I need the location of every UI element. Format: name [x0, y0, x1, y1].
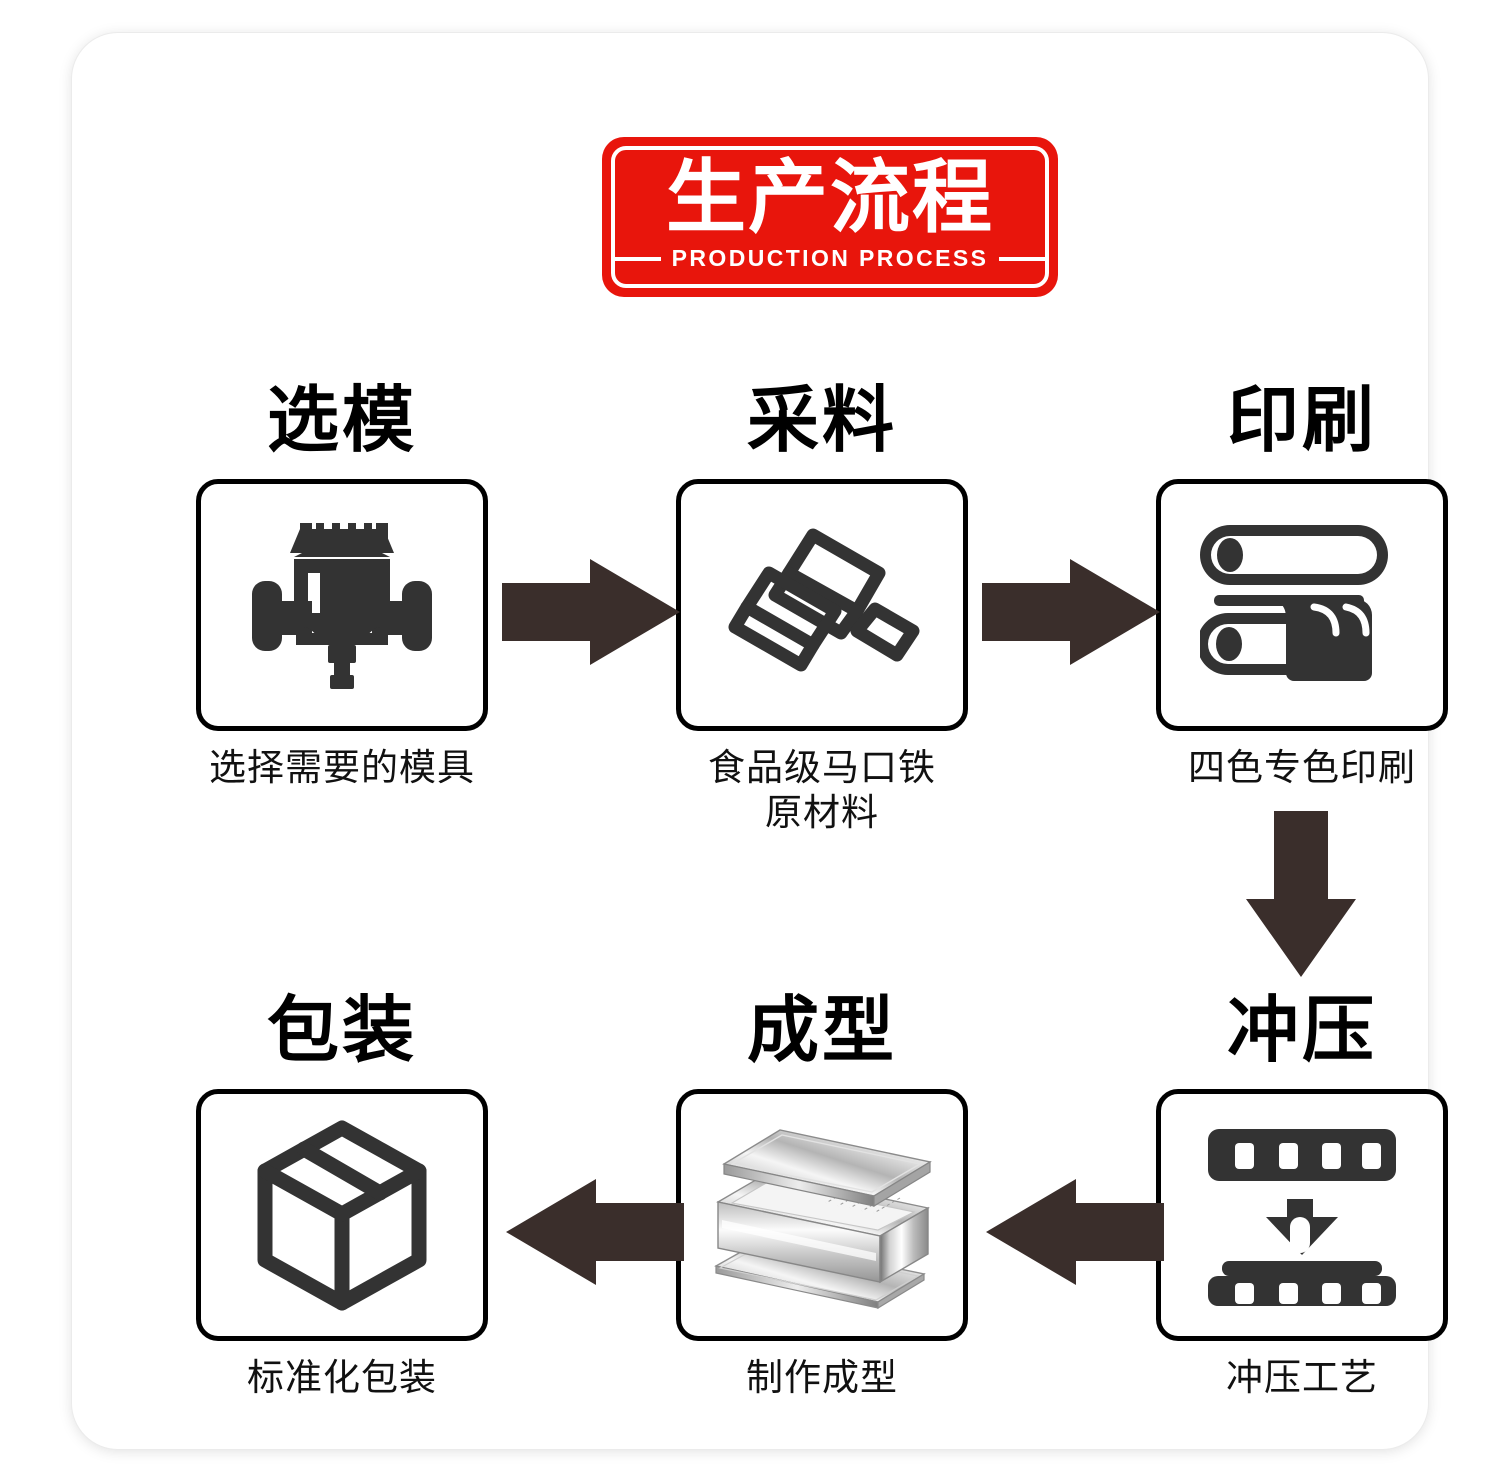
step-3-caption: 四色专色印刷	[1188, 747, 1416, 788]
step-6-icon-box	[196, 1089, 488, 1341]
step-5-title: 成型	[746, 991, 897, 1071]
metal-tin-forming-icon	[714, 1128, 932, 1309]
step-2-title: 采料	[746, 381, 897, 461]
title-badge-inner-border: 生产流程 PRODUCTION PROCESS	[610, 146, 1050, 288]
step-1-caption: 选择需要的模具	[209, 747, 475, 788]
arrow-down-step3-to-step4	[1246, 811, 1356, 977]
step-2-icon-box	[676, 479, 968, 731]
step-1-title: 选模	[266, 381, 417, 461]
step-4-title: 冲压	[1226, 991, 1377, 1071]
step-4-caption: 冲压工艺	[1226, 1357, 1378, 1398]
arrow-left-step5-to-step6	[506, 1179, 684, 1285]
metal-ingots-icon	[728, 528, 920, 672]
badge-rule-left	[610, 256, 661, 261]
step-6-title: 包装	[266, 991, 417, 1071]
badge-subtitle-english: PRODUCTION PROCESS	[671, 245, 989, 272]
content-card: 生产流程 PRODUCTION PROCESS 选模	[72, 33, 1448, 1449]
step-3-printing: 印刷	[1132, 385, 1472, 790]
cardboard-box-icon	[257, 1120, 427, 1310]
badge-rule-right	[999, 256, 1050, 261]
step-1-mold-selection: 选模	[172, 385, 512, 790]
mold-machine-icon	[252, 523, 432, 689]
badge-subtitle-row: PRODUCTION PROCESS	[610, 245, 1050, 272]
step-6-caption: 标准化包装	[247, 1357, 437, 1398]
step-2-caption: 食品级马口铁 原材料	[708, 747, 936, 834]
printing-rollers-icon	[1199, 525, 1388, 681]
step-6-packaging: 包装 标准化包装	[172, 995, 512, 1400]
title-badge: 生产流程 PRODUCTION PROCESS	[602, 137, 1058, 297]
step-3-title: 印刷	[1226, 381, 1377, 461]
step-3-icon-box	[1156, 479, 1448, 731]
step-2-material-sourcing: 采料 食品级马口铁 原材料	[652, 385, 992, 835]
step-1-icon-box	[196, 479, 488, 731]
badge-title-chinese: 生产流程	[666, 152, 994, 242]
step-5-caption: 制作成型	[746, 1357, 898, 1398]
arrow-right-step1-to-step2	[502, 559, 680, 665]
step-4-stamping: 冲压	[1132, 995, 1472, 1400]
stamping-press-icon	[1208, 1128, 1396, 1306]
step-5-forming: 成型	[652, 995, 992, 1400]
arrow-left-step4-to-step5	[986, 1179, 1164, 1285]
arrow-right-step2-to-step3	[982, 559, 1160, 665]
step-4-icon-box	[1156, 1089, 1448, 1341]
step-5-icon-box	[676, 1089, 968, 1341]
